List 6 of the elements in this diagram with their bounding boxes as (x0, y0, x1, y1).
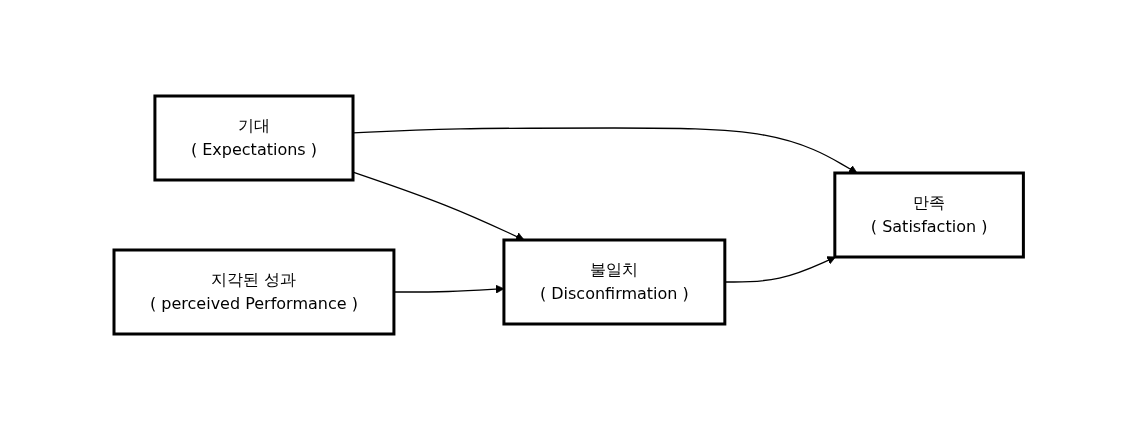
node-box: 지각된 성과 ( perceived Performance ) (112, 248, 396, 336)
arrow (352, 171, 525, 241)
node-box: 기대 ( Expectations ) (153, 94, 355, 182)
arrow (352, 127, 858, 174)
node-box: 불일치 ( Disconfirmation ) (502, 238, 727, 326)
node-box: 만족 ( Satisfaction ) (833, 171, 1025, 259)
